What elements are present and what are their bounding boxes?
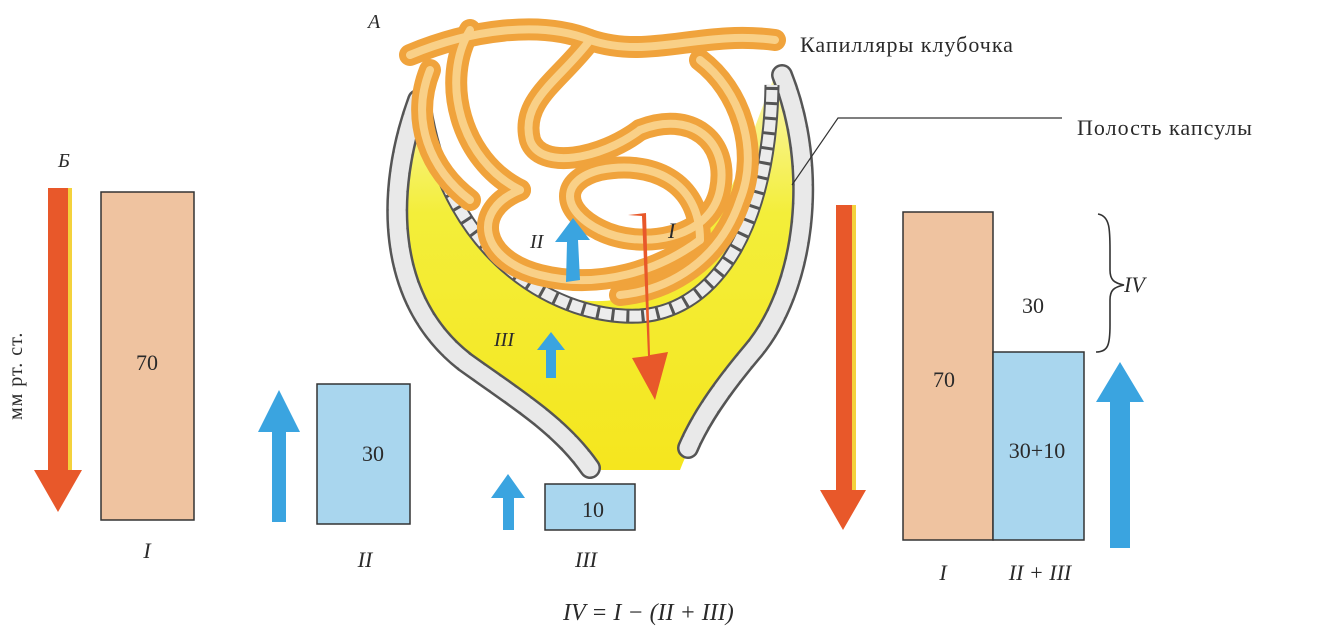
bar-right-II-III-value: 30+10 (1009, 438, 1065, 463)
hydrostatic-arrow-left (34, 188, 82, 512)
panel-b-label: Б (57, 150, 70, 172)
arrow-I-label: I (667, 218, 677, 243)
formula: IV = I − (II + III) (562, 600, 734, 626)
difference-value: 30 (1022, 293, 1044, 318)
bar-II (316, 383, 411, 525)
oncotic-arrow-left (258, 390, 300, 522)
arrow-II-label: II (529, 231, 545, 253)
panel-a-label: А (366, 11, 381, 33)
left-pressure-bars: Б мм рт. ст. 70 I 30 II 10 III IV = I − … (5, 150, 734, 626)
bar-II-value: 30 (362, 441, 384, 466)
bar-I-value: 70 (136, 350, 158, 375)
bar-right-I-value: 70 (933, 367, 955, 392)
hydrostatic-arrow-right (820, 205, 866, 530)
capillary-loops (399, 18, 786, 306)
bar-right-I-label: I (938, 560, 948, 585)
bar-III-value: 10 (582, 497, 604, 522)
glomerulus-illustration: А Капилляры клубочка Полость капсулы I I… (366, 11, 1253, 479)
capsule-cavity-label: Полость капсулы (1077, 115, 1253, 140)
oncotic-arrow-II (555, 218, 590, 282)
bar-I (100, 191, 195, 521)
capillaries-label: Капилляры клубочка (800, 32, 1014, 57)
bar-right-II-III (992, 351, 1085, 541)
capsule-cavity (402, 75, 796, 470)
capsule-wall (386, 64, 815, 479)
capsule-leader-line (791, 117, 1062, 186)
bar-III (544, 483, 636, 531)
right-pressure-bars: 70 I 30+10 II + III 30 IV (820, 205, 1147, 585)
difference-brace (1095, 213, 1125, 353)
bar-II-label: II (357, 547, 374, 572)
capsule-arrow-left (491, 474, 525, 530)
bar-I-label: I (142, 538, 152, 563)
bar-right-I (902, 211, 994, 541)
oncotic-arrow-right (1096, 362, 1144, 548)
pressure-units-label: мм рт. ст. (5, 332, 27, 420)
bar-III-label: III (574, 547, 599, 572)
difference-label: IV (1123, 272, 1147, 297)
bar-right-II-III-label: II + III (1008, 560, 1073, 585)
capsule-pressure-arrow-III (537, 332, 565, 378)
filtration-arrow-I (628, 213, 668, 400)
arrow-III-label: III (493, 329, 515, 351)
